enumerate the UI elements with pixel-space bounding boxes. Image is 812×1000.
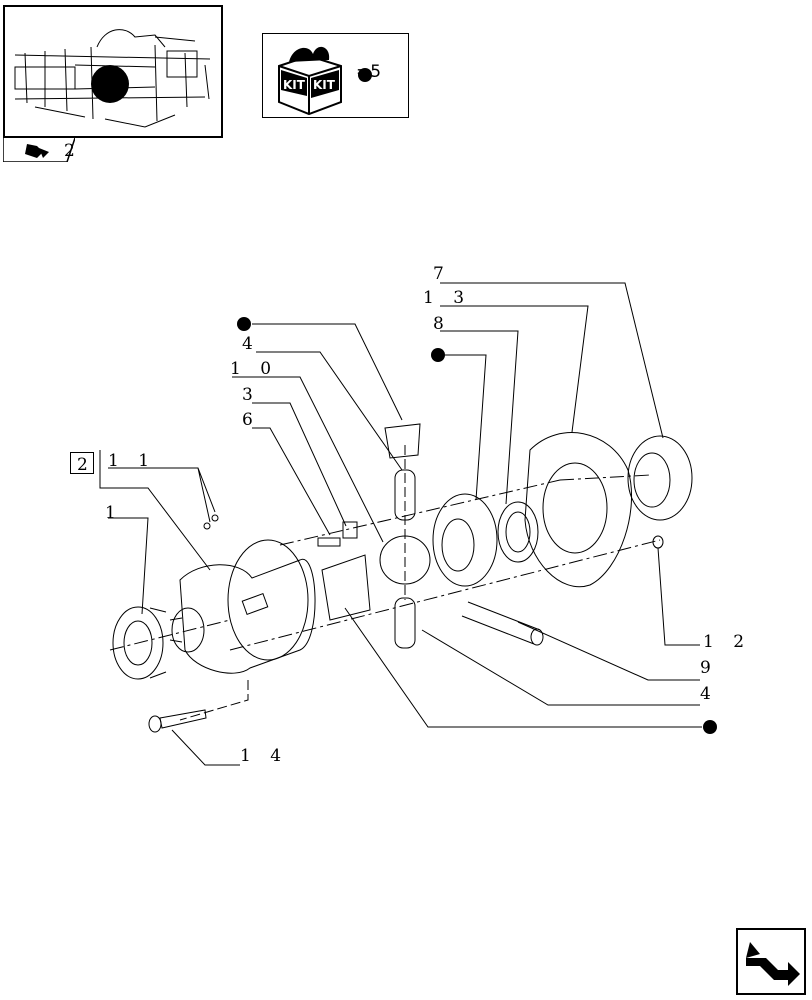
leader-2 (99, 450, 211, 571)
tractor-part-icon (25, 144, 43, 158)
leader-3 (252, 402, 347, 527)
group-number-box: 2 (70, 452, 94, 475)
kit-quantity: =5 (356, 62, 382, 82)
callout-7: 7 (433, 264, 451, 284)
leader-bullet-top (252, 323, 403, 421)
callout-10: 1 0 (230, 359, 279, 379)
axle-overview-icon (14, 29, 211, 128)
callout-11: 1 1 (108, 451, 157, 471)
leader-7 (440, 282, 664, 439)
next-page-arrow-icon[interactable] (736, 928, 806, 995)
page-marker: 2 (64, 141, 75, 161)
leader-4-bottom (421, 629, 700, 706)
callout-8: 8 (433, 314, 451, 334)
svg-text:KIT: KIT (313, 78, 336, 92)
leader-9 (517, 621, 700, 681)
location-dot-icon (91, 65, 129, 103)
bullet-icon (358, 68, 372, 82)
leader-6 (252, 427, 331, 536)
leader-10 (232, 376, 384, 543)
callout-2: 2 (77, 455, 88, 475)
svg-text:KIT: KIT (283, 78, 306, 92)
callout-12: 1 2 (703, 632, 752, 652)
leader-14 (171, 729, 240, 766)
callout-14: 1 4 (240, 746, 289, 766)
callout-6: 6 (242, 410, 260, 430)
leader-bullet-bottom (344, 607, 702, 728)
leader-8 (440, 330, 519, 505)
callout-4-bottom: 4 (700, 684, 718, 704)
leader-13 (440, 305, 589, 433)
kit-legend: KIT KIT (262, 33, 409, 118)
leader-4-top (256, 351, 403, 471)
leader-12 (657, 547, 700, 646)
page-tab (3, 138, 75, 162)
callout-1: 1 (105, 503, 123, 523)
leader-bullet-8 (445, 354, 487, 501)
callout-13: 1 3 (423, 288, 472, 308)
callout-4-top: 4 (242, 334, 260, 354)
kit-box-icon: KIT KIT (278, 46, 342, 116)
bullet-icon (703, 720, 717, 734)
location-thumbnail[interactable] (3, 5, 223, 138)
leader-1 (108, 517, 149, 615)
bullet-icon (431, 348, 445, 362)
bullet-icon (237, 317, 251, 331)
leader-11 (108, 467, 216, 523)
callout-3: 3 (242, 385, 260, 405)
callout-9: 9 (700, 658, 718, 678)
